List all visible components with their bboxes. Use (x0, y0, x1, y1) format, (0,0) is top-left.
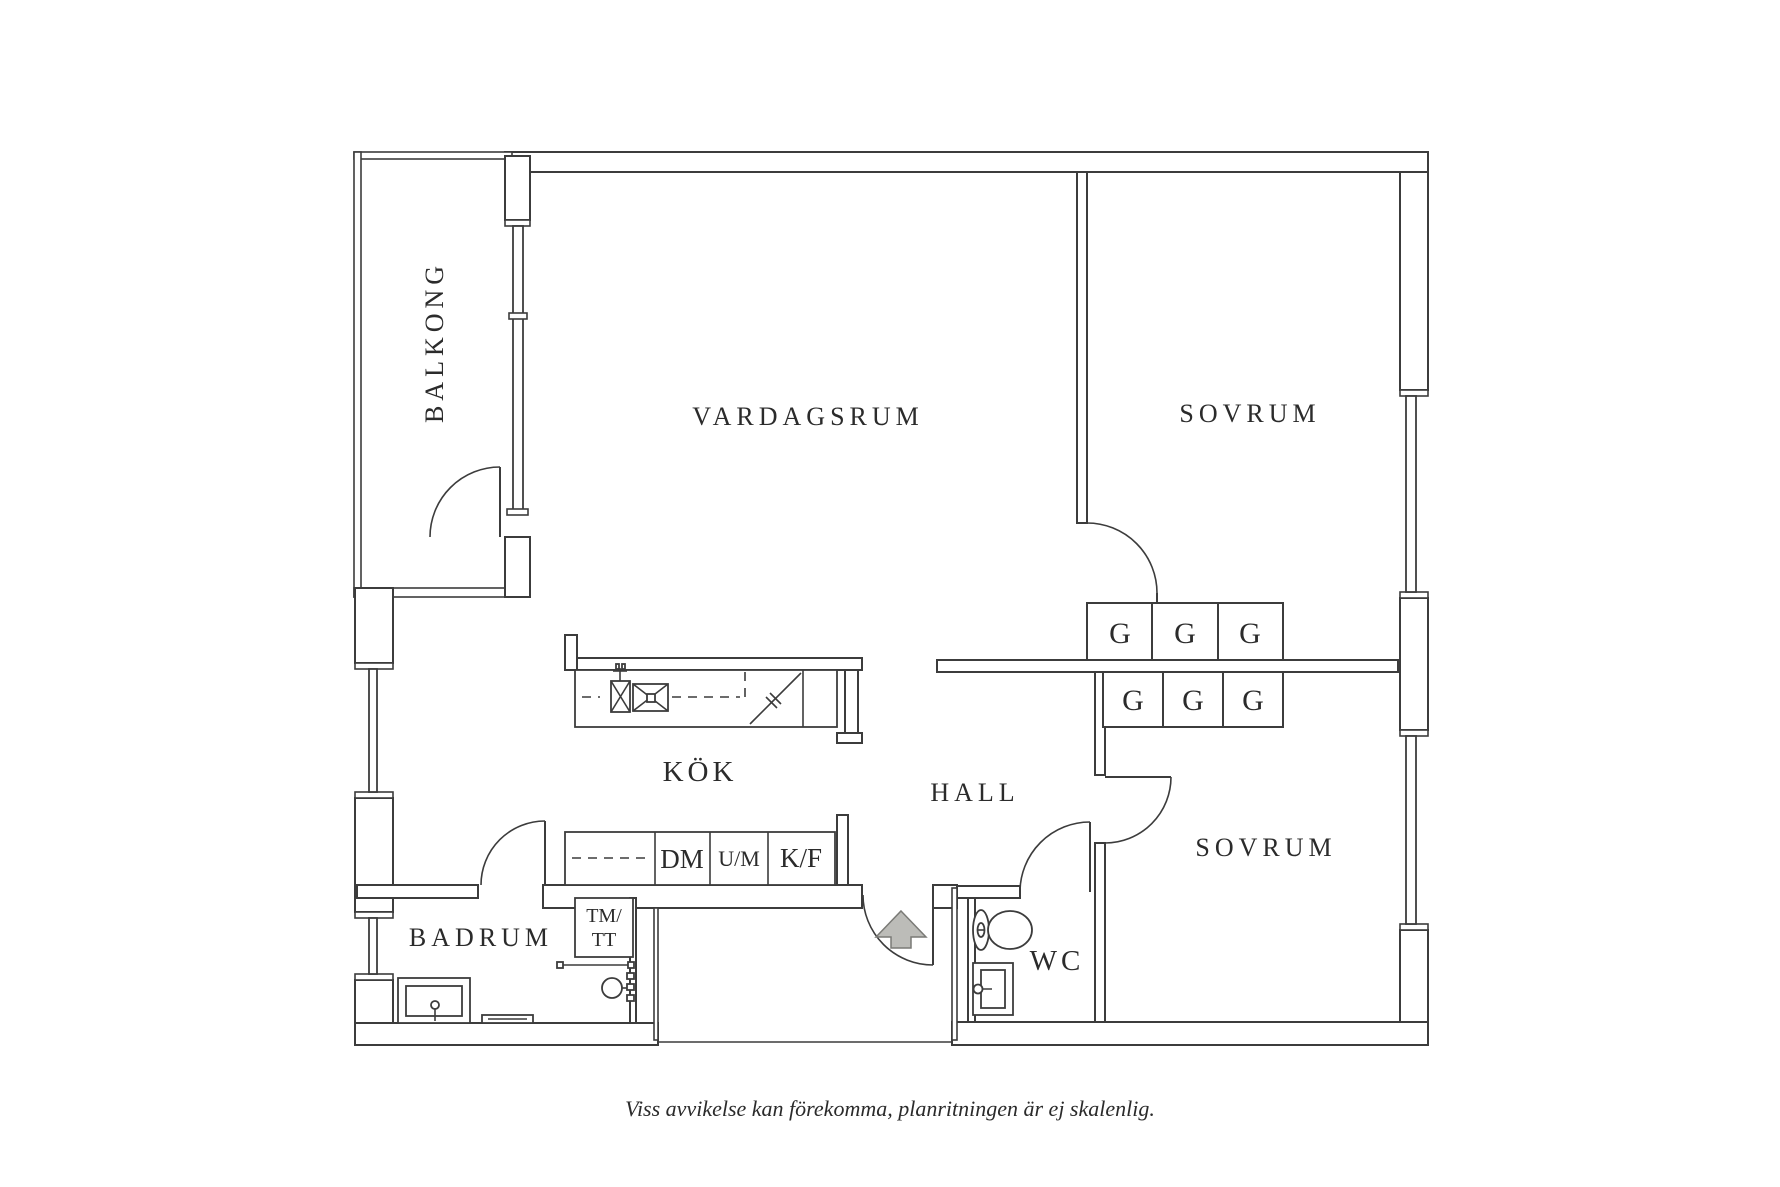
stove-icon (749, 672, 802, 725)
kitchen-counter-appliances: DM U/M K/F (564, 814, 849, 886)
bathroom-door (480, 820, 546, 886)
kitchen-island (564, 634, 863, 744)
balcony-window (504, 219, 531, 516)
shower-icon (556, 961, 635, 1002)
room-label-living-room: VARDAGSRUM (692, 402, 924, 431)
fridge-freezer-label: K/F (780, 843, 822, 873)
wall-top (504, 151, 1429, 173)
wall-wc-top (956, 885, 1021, 899)
room-label-bedroom-bottom: SOVRUM (1195, 833, 1336, 862)
exterior-walls (353, 151, 1429, 1046)
counter-right-wall (836, 814, 849, 886)
wc-sink-icon (972, 962, 1014, 1016)
wall-bottom-right (951, 1021, 1429, 1046)
island-right-foot (836, 732, 863, 744)
bedroom-top-door (1086, 522, 1158, 603)
wall-livingroom-bedroom (1076, 171, 1088, 524)
bathroom-window (354, 911, 394, 981)
wall-balcony-right-upper (504, 155, 531, 221)
toilet-icon (972, 909, 1033, 951)
closet-label: G (1242, 684, 1264, 717)
entrance-arrow-icon (874, 909, 928, 949)
wall-hall-top (936, 659, 1399, 673)
bedroom-bottom-window (1399, 729, 1429, 931)
wall-landing-left (653, 907, 659, 1041)
island-left-stub (564, 634, 578, 671)
wall-bathroom-top (356, 884, 479, 899)
oven-microwave-label: U/M (718, 846, 760, 871)
closet-label: G (1109, 617, 1131, 650)
wc-fixtures (972, 909, 1033, 1016)
closet-label: G (1182, 684, 1204, 717)
kitchen-sink-icon (610, 663, 631, 713)
room-labels: BALKONG VARDAGSRUM SOVRUM SOVRUM KÖK HAL… (409, 261, 1336, 977)
kitchen-window (354, 662, 394, 799)
wall-balcony-left (353, 151, 362, 598)
closet-row-bottom: G G G (1102, 671, 1284, 728)
closet-label: G (1239, 617, 1261, 650)
entrance-door (862, 894, 934, 966)
bathroom-sink-icon (397, 977, 471, 1024)
interior-walls (356, 171, 1399, 1041)
room-label-bedroom-top: SOVRUM (1179, 399, 1320, 428)
closet-label: G (1122, 684, 1144, 717)
closet-label: G (1174, 617, 1196, 650)
wall-bedroom-bottom-left-b (1094, 842, 1106, 1023)
wall-left-1 (354, 587, 394, 664)
kitchen-sink2-icon (632, 683, 669, 712)
wall-balcony-top (353, 151, 513, 160)
wall-balcony-right-lower (504, 536, 531, 598)
wc-door (1019, 821, 1091, 893)
room-label-balcony: BALKONG (420, 261, 449, 423)
room-label-bathroom: BADRUM (409, 923, 553, 952)
closet-row-top: G G G (1086, 602, 1284, 661)
wall-bottom-left (354, 1022, 659, 1046)
wall-right-2 (1399, 597, 1429, 731)
wall-landing-right (951, 887, 958, 1041)
wall-right-1 (1399, 171, 1429, 391)
washer-label-line1: TM/ (586, 905, 622, 927)
washer-dryer: TM/ TT (574, 897, 634, 958)
floor-drain-icon (481, 1014, 534, 1024)
bedroom-bottom-door (1104, 776, 1172, 844)
room-label-hall: HALL (930, 778, 1019, 807)
bedroom-top-window (1399, 389, 1429, 599)
room-label-kitchen: KÖK (663, 756, 738, 788)
balcony-door (429, 466, 501, 538)
bathroom-fixtures: TM/ TT (397, 897, 635, 1024)
washer-label-line2: TT (592, 929, 616, 951)
disclaimer-text: Viss avvikelse kan förekomma, planritnin… (625, 1096, 1155, 1121)
room-label-wc: WC (1030, 945, 1085, 977)
doors (429, 466, 1172, 966)
dishwasher-label: DM (660, 844, 704, 874)
